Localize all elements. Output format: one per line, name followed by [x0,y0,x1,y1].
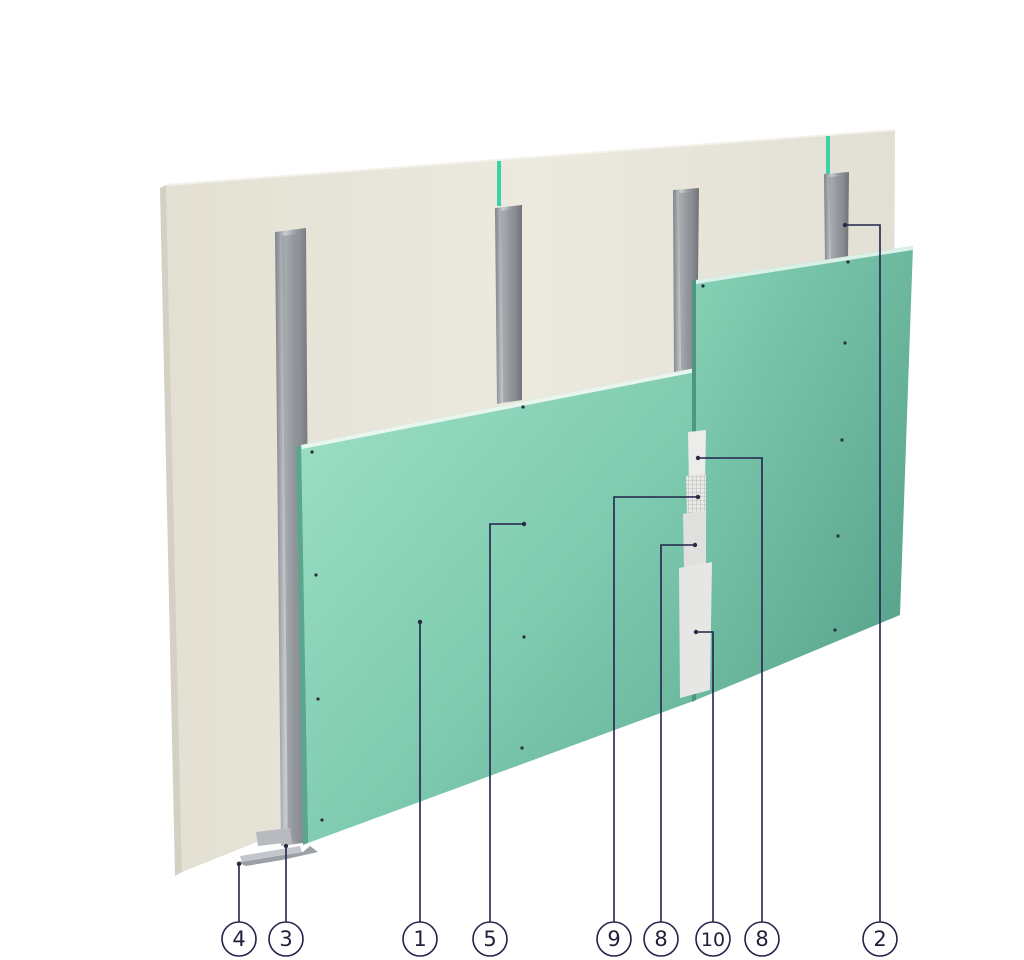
callout-label: 10 [701,929,725,951]
callout-1: 1 [402,921,438,957]
moisture-board-left [296,368,696,845]
joint-strip [826,136,830,176]
callout-label: 2 [873,927,886,951]
callout-label: 8 [755,927,768,951]
callout-5: 5 [472,921,508,957]
callout-label: 1 [413,927,426,951]
callout-label: 9 [607,927,620,951]
filler-coat [683,510,706,570]
callout-label: 5 [483,927,496,951]
leader-lines [238,224,881,922]
callout-label: 8 [654,927,667,951]
callout-3: 3 [268,921,304,957]
callout-9: 9 [596,921,632,957]
joint-strip [497,161,501,206]
callout-2: 2 [862,921,898,957]
leader-points [236,222,848,867]
callout-10: 10 [695,921,731,957]
reinforcement-mesh [686,474,706,514]
screws [310,260,850,822]
callout-8-second: 8 [744,921,780,957]
callout-4: 4 [221,921,257,957]
moisture-board-right [692,246,913,702]
callout-8-first: 8 [643,921,679,957]
callout-label: 3 [279,927,292,951]
callout-label: 4 [232,927,245,951]
